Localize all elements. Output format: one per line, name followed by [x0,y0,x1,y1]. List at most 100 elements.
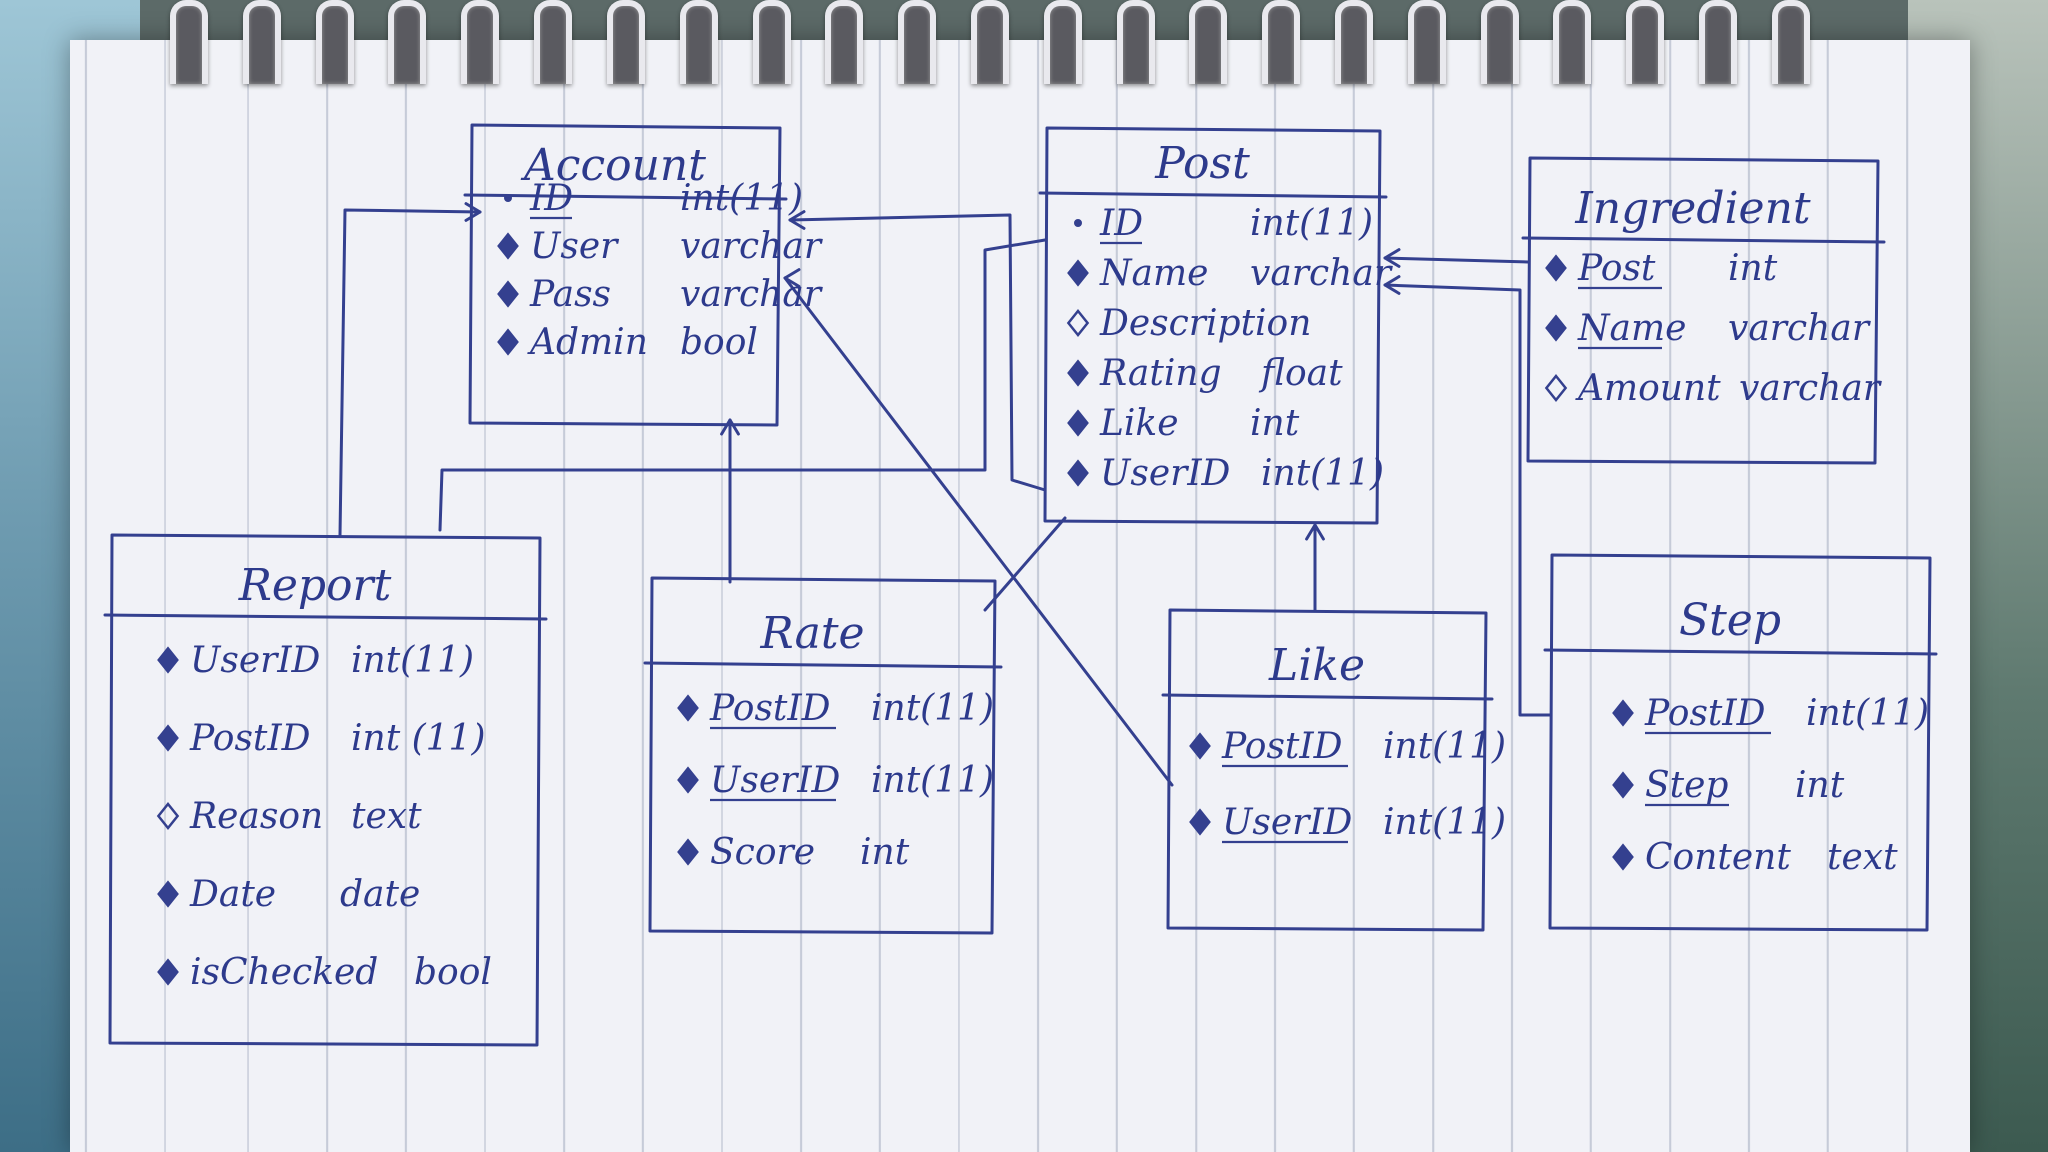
attribute-name: User [530,226,619,267]
attribute-name: Amount [1575,368,1721,409]
relationship-line [1383,283,1552,717]
attribute-name: Pass [529,274,611,315]
attribute-name: Rating [1099,353,1222,394]
entity-box [108,533,542,1047]
key-dot-icon [504,194,512,202]
attribute-type: int(11) [871,760,994,801]
open-diamond-icon [156,801,180,831]
attribute-type: text [351,796,422,837]
attribute-type: int(11) [680,178,803,219]
spiral-coil [461,0,500,84]
entity-header-divider [463,193,788,201]
spiral-coil [606,0,645,84]
filled-diamond-icon [1545,254,1567,282]
arrowhead-icon [720,418,740,436]
attribute-name: Admin [527,322,648,363]
attribute-row: User varchar [497,226,823,267]
relationship-line [338,208,482,537]
entity-title: Post [1154,138,1250,189]
relationship-line [783,276,1174,787]
attribute-type: varchar [680,226,823,267]
attribute-name: PostID [1644,693,1766,734]
attribute-name: isChecked [190,952,378,993]
entity-title: Like [1268,640,1365,691]
spiral-coil [1043,0,1082,84]
relationship-rate-post [983,516,1067,612]
filled-diamond-icon [157,880,179,908]
open-diamond-icon [1544,373,1568,403]
attribute-name: Like [1099,403,1179,444]
entity-box [648,576,997,935]
spiral-coil [970,0,1009,84]
filled-diamond-icon [1067,359,1089,387]
relationship-line [438,238,1047,532]
attribute-type: int(11) [1806,693,1929,734]
filled-diamond-icon [497,328,519,356]
attribute-type: varchar [1728,308,1871,349]
relationship-lines [338,202,1552,787]
attribute-name: PostID [1221,726,1343,767]
relationship-report-post [438,238,1047,532]
spiral-coil [1480,0,1519,84]
filled-diamond-icon [1189,808,1211,836]
spiral-coil [534,0,573,84]
attribute-name: Description [1099,303,1311,344]
attribute-type: int(11) [1383,726,1506,767]
filled-diamond-icon [157,958,179,986]
attribute-name: PostID [189,718,311,759]
filled-diamond-icon [497,232,519,260]
attribute-row: PostID int(11) [1189,726,1506,768]
arrowhead-icon [1305,523,1325,541]
attribute-type: int(11) [871,688,994,729]
entity-box [1166,608,1488,932]
filled-diamond-icon [1189,732,1211,760]
attribute-name: Post [1577,248,1656,289]
spiral-coil [1189,0,1228,84]
attribute-name: Score [710,832,815,873]
open-diamond-icon [1066,308,1090,338]
relationship-like-account [783,268,1174,787]
attribute-row: PostID int(11) [1612,693,1929,735]
entity-title: Account [520,140,706,191]
attribute-name: UserID [1222,802,1353,843]
entity-title: Report [238,560,392,611]
filled-diamond-icon [1067,259,1089,287]
attribute-name: UserID [190,640,321,681]
attribute-name: PostID [709,688,831,729]
filled-diamond-icon [677,838,699,866]
spiral-coil [1262,0,1301,84]
attribute-name: UserID [1100,453,1231,494]
spiral-coil [1116,0,1155,84]
attribute-type: int [860,832,910,873]
spiral-coil [1699,0,1738,84]
filled-diamond-icon [1067,409,1089,437]
entity-title: Rate [759,608,864,659]
entity-header-divider [1038,191,1388,199]
entity-header-divider [1543,648,1938,656]
entity-box [1548,553,1932,932]
filled-diamond-icon [497,280,519,308]
key-dot-icon [1074,219,1082,227]
filled-diamond-icon [1067,459,1089,487]
attribute-name: Reason [189,796,323,837]
attribute-type: int [1795,765,1845,806]
entity-box [1043,126,1382,525]
attribute-name: UserID [710,760,841,801]
